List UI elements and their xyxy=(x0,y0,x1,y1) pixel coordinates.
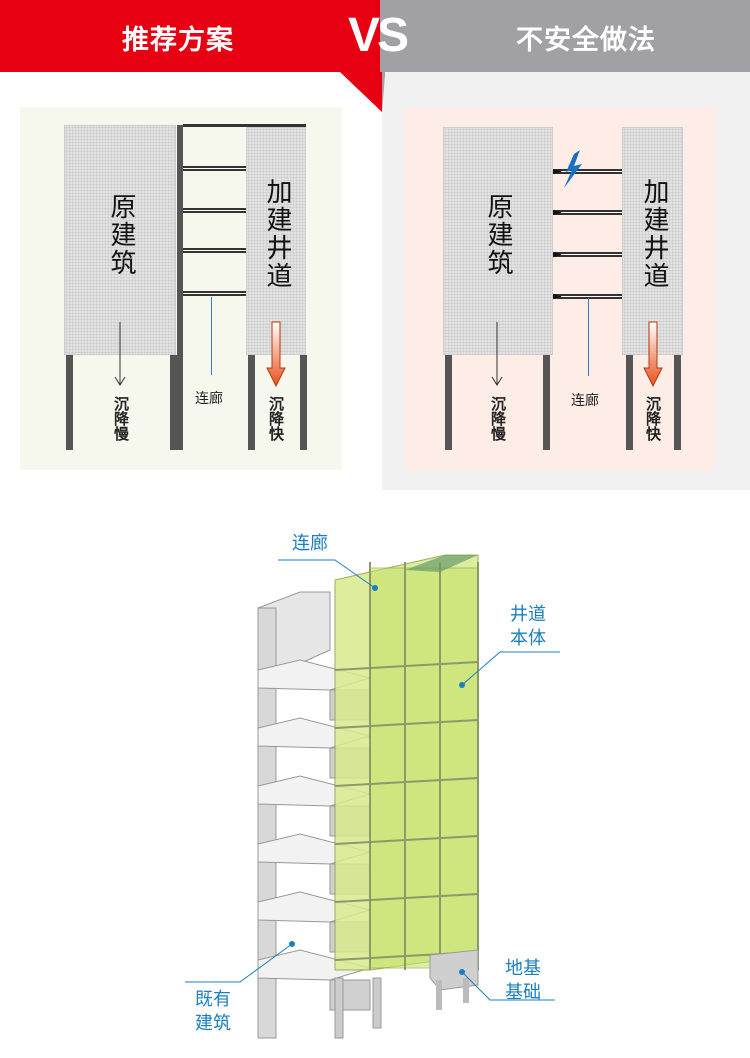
added-shaft xyxy=(246,127,306,355)
slow-settle-label: 沉降慢 xyxy=(112,396,130,441)
rigid-beam xyxy=(553,294,622,299)
building-leg xyxy=(170,355,177,450)
floor-slab xyxy=(257,949,372,981)
added-shaft xyxy=(622,127,683,355)
recommended-title: 推荐方案 xyxy=(122,25,234,56)
foundation-callout-2: 基础 xyxy=(505,982,541,1003)
shaft-label: 加建井道 xyxy=(262,178,292,290)
fast-settle-label: 沉降快 xyxy=(267,396,285,441)
rigid-beam xyxy=(553,169,622,174)
building-label: 原建筑 xyxy=(483,193,513,277)
shaft-frame-beam xyxy=(334,719,479,729)
unsafe-title: 不安全做法 xyxy=(516,25,656,56)
shaft-frame-beam xyxy=(334,835,479,845)
building-leg xyxy=(66,355,73,450)
building-illustration xyxy=(185,554,560,1039)
corridor-top xyxy=(183,124,306,127)
unsafe-header xyxy=(380,0,750,72)
building-leg xyxy=(445,355,452,450)
shaft-frame-beam xyxy=(334,893,479,903)
foundation xyxy=(429,949,479,1010)
corridor-column xyxy=(177,125,183,450)
shaft-frame-beam xyxy=(334,661,479,671)
recommended-header xyxy=(0,0,380,72)
shaft-label: 加建井道 xyxy=(639,178,669,290)
shaft-leg xyxy=(300,355,307,450)
fast-arrow-icon xyxy=(266,321,286,388)
fast-settle-label: 沉降快 xyxy=(644,396,662,441)
shaft-callout-2: 本体 xyxy=(510,628,546,649)
rigid-beam xyxy=(553,252,622,257)
shaft-leg xyxy=(248,355,255,450)
existing-callout-1: 既有 xyxy=(195,989,231,1010)
corridor-label: 连廊 xyxy=(571,393,599,409)
shaft-callout-1: 井道 xyxy=(510,604,546,625)
lightning-crack-icon xyxy=(564,150,582,188)
corridor-pointer xyxy=(211,297,212,375)
corridor-label: 连廊 xyxy=(195,391,223,407)
corridor-beam xyxy=(183,248,246,253)
slow-settle-label: 沉降慢 xyxy=(489,396,507,441)
corridor-beam xyxy=(183,291,246,296)
fast-arrow-icon xyxy=(643,321,663,388)
shaft-leg xyxy=(626,355,633,450)
foundation-callout-1: 地基 xyxy=(505,958,541,979)
rigid-beam xyxy=(553,210,622,215)
corridor-pointer xyxy=(588,298,589,376)
original-building xyxy=(64,125,176,355)
header-pointer xyxy=(340,72,385,112)
corridor-callout: 连廊 xyxy=(292,533,328,554)
vs-label: VS xyxy=(348,9,409,62)
slow-arrow-icon xyxy=(491,322,503,386)
building-label: 原建筑 xyxy=(106,193,136,277)
shaft-leg xyxy=(674,355,681,450)
shaft-frame-beam xyxy=(334,777,479,787)
original-building xyxy=(443,127,553,355)
shaft-body xyxy=(334,554,479,971)
existing-callout-2: 建筑 xyxy=(195,1013,231,1034)
building-leg xyxy=(543,355,550,450)
corridor-beam xyxy=(183,166,246,171)
corridor-beam xyxy=(183,208,246,213)
slow-arrow-icon xyxy=(114,322,126,386)
